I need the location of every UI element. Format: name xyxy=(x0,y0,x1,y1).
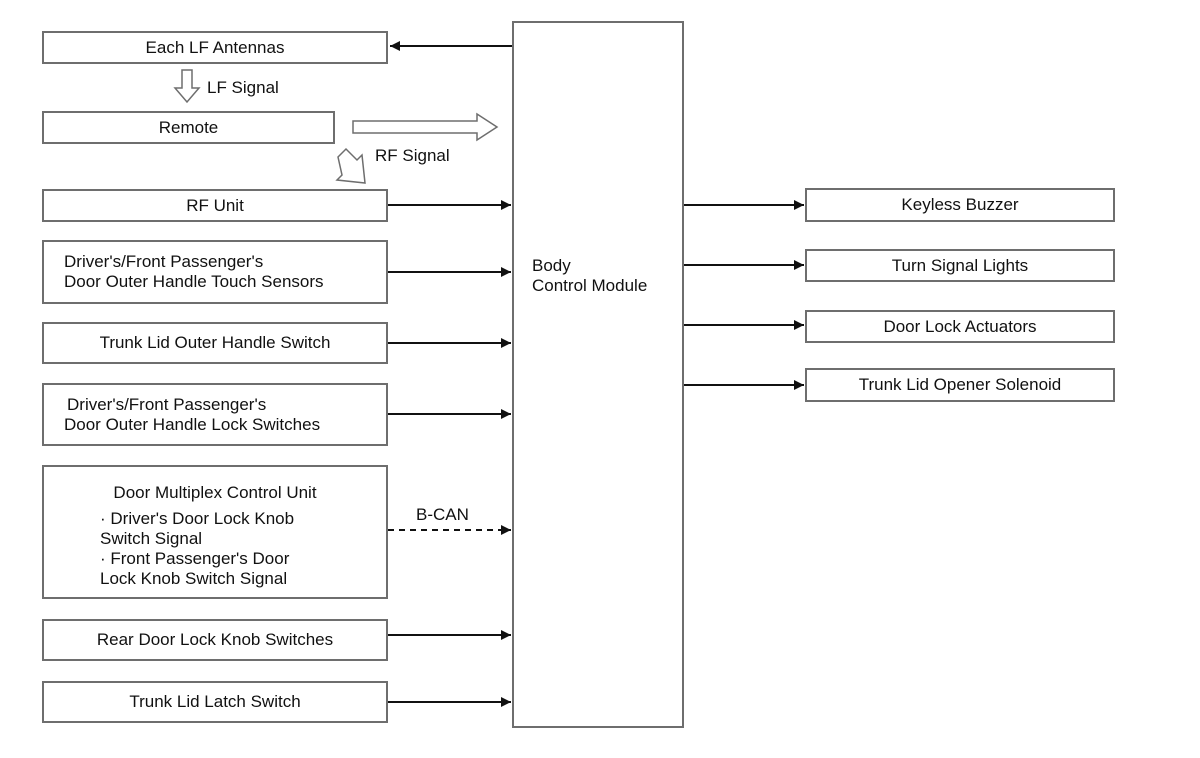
rear-knob-label: Rear Door Lock Knob Switches xyxy=(96,630,334,649)
bcan-label: B-CAN xyxy=(416,505,469,524)
lock-switches-line1: Driver's/Front Passenger's xyxy=(67,394,267,414)
rf-signal-hollow-arrow xyxy=(335,147,366,184)
door-multiplex-control-unit-box: Door Multiplex Control Unit · Driver's D… xyxy=(42,465,388,599)
rear-knob-box: Rear Door Lock Knob Switches xyxy=(42,619,388,661)
turn-signal-lights-box: Turn Signal Lights xyxy=(805,249,1115,282)
lf-signal-label: LF Signal xyxy=(207,78,279,97)
trunk-lid-opener-solenoid-box: Trunk Lid Opener Solenoid xyxy=(805,368,1115,402)
keyless-buzzer-label: Keyless Buzzer xyxy=(901,195,1019,214)
dmcu-item2-line2: Lock Knob Switch Signal xyxy=(100,569,288,588)
dmcu-item1-line2: Switch Signal xyxy=(100,529,203,548)
door-lock-actuators-box: Door Lock Actuators xyxy=(805,310,1115,343)
remote-box: Remote xyxy=(42,111,335,144)
door-lock-actuators-label: Door Lock Actuators xyxy=(883,316,1037,336)
rf-signal-label: RF Signal xyxy=(375,146,450,165)
trunk-latch-label: Trunk Lid Latch Switch xyxy=(129,692,301,711)
lock-switches-box: Driver's/Front Passenger's Door Outer Ha… xyxy=(42,383,388,446)
rf-unit-label: RF Unit xyxy=(186,195,244,215)
bcm-line2: Control Module xyxy=(532,276,648,295)
body-control-module-box: Body Control Module xyxy=(512,21,684,728)
touch-sensors-box: Driver's/Front Passenger's Door Outer Ha… xyxy=(42,240,388,304)
trunk-outer-switch-box: Trunk Lid Outer Handle Switch xyxy=(42,322,388,364)
trunk-latch-box: Trunk Lid Latch Switch xyxy=(42,681,388,723)
lf-antennas-box: Each LF Antennas xyxy=(42,31,388,64)
lock-switches-line2: Door Outer Handle Lock Switches xyxy=(64,414,321,434)
trunk-outer-switch-label: Trunk Lid Outer Handle Switch xyxy=(99,333,331,352)
touch-sensors-line2: Door Outer Handle Touch Sensors xyxy=(64,272,324,291)
rf-unit-box: RF Unit xyxy=(42,189,388,222)
bcm-line1: Body xyxy=(532,256,571,275)
keyless-buzzer-box: Keyless Buzzer xyxy=(805,188,1115,222)
dmcu-item2-line1: · Front Passenger's Door xyxy=(100,549,290,568)
touch-sensors-line1: Driver's/Front Passenger's xyxy=(64,252,264,271)
remote-hollow-arrow xyxy=(352,112,499,142)
remote-label: Remote xyxy=(158,117,219,137)
dmcu-title: Door Multiplex Control Unit xyxy=(113,483,317,502)
lf-signal-hollow-arrow xyxy=(173,69,201,104)
turn-signal-lights-label: Turn Signal Lights xyxy=(891,255,1029,275)
lf-antennas-label: Each LF Antennas xyxy=(145,37,285,57)
trunk-lid-opener-solenoid-label: Trunk Lid Opener Solenoid xyxy=(858,375,1062,394)
dmcu-item1-line1: · Driver's Door Lock Knob xyxy=(100,509,295,528)
